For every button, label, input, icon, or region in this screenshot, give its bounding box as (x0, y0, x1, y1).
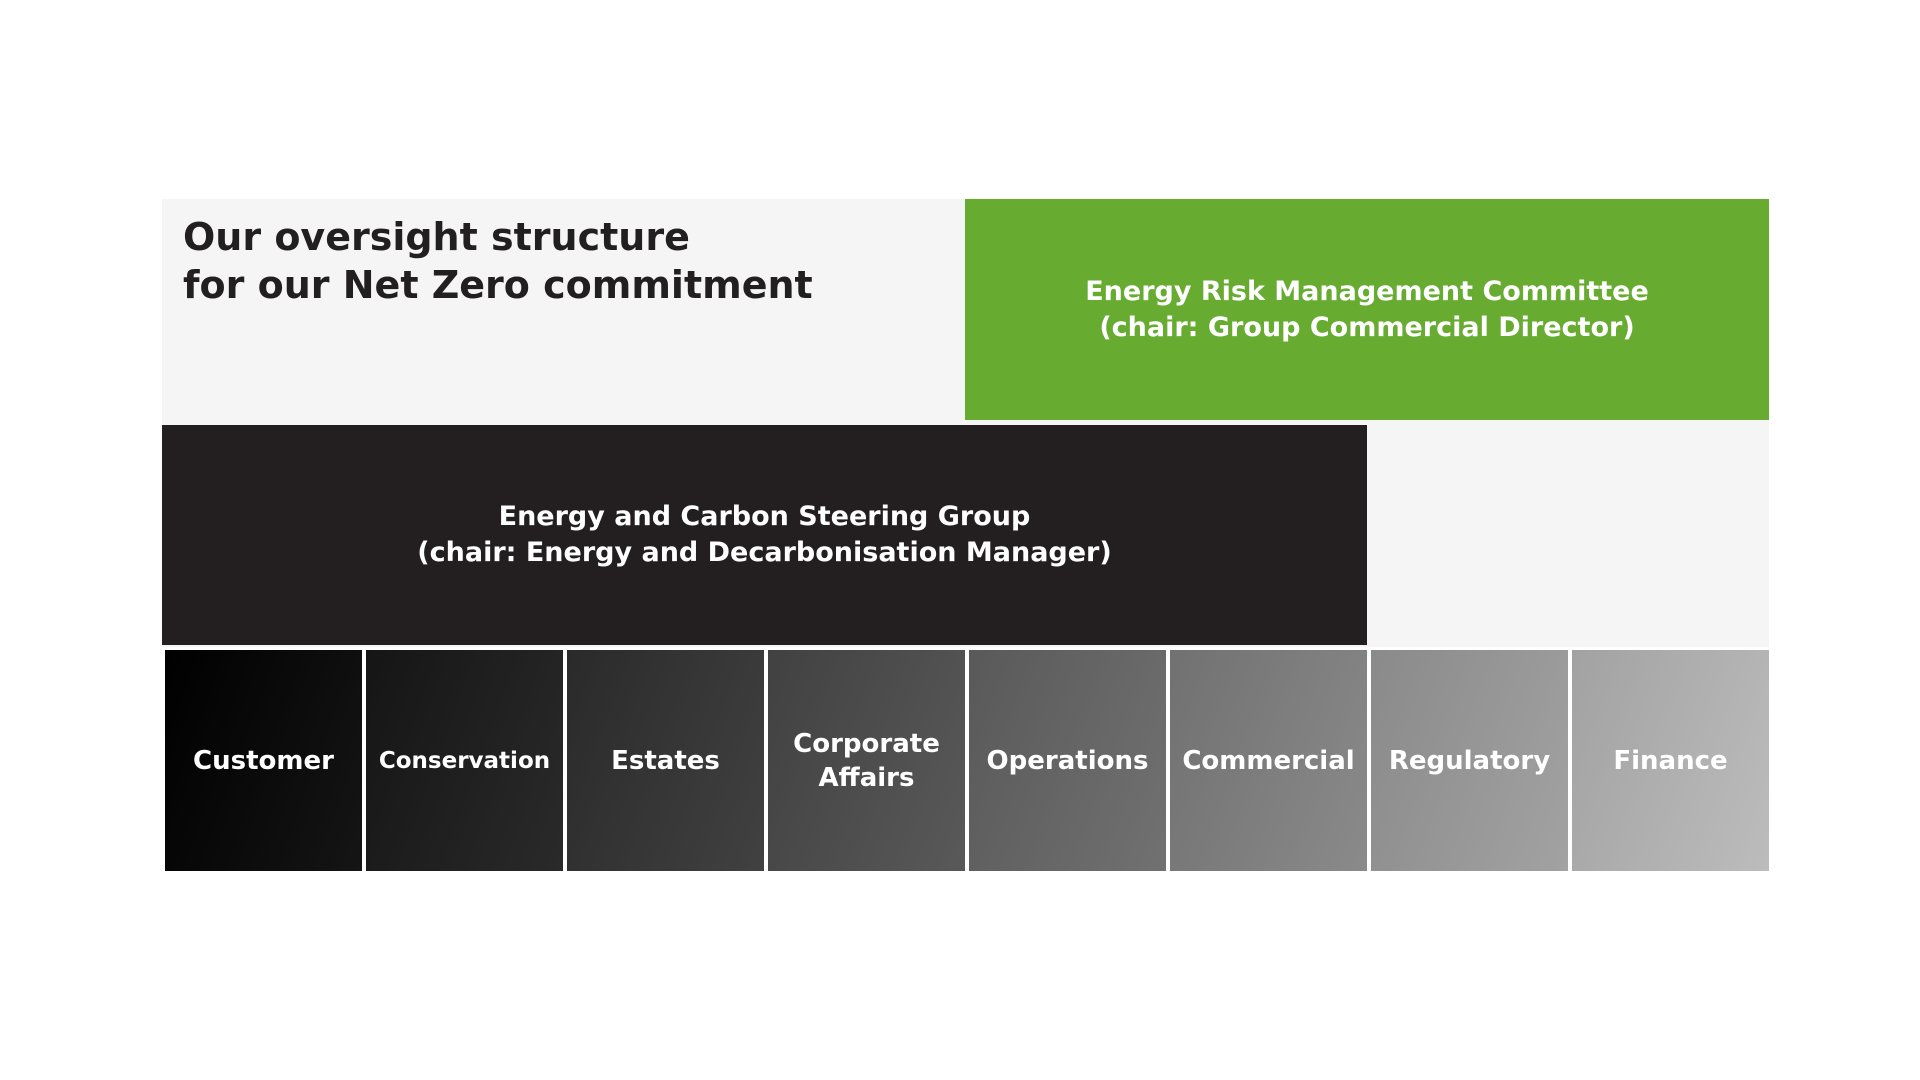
department-label-line-1: Customer (193, 745, 334, 776)
department-label-line-1: Regulatory (1388, 745, 1551, 776)
energy-risk-management-committee-box: Energy Risk Management Committee (chair:… (965, 199, 1769, 420)
committee-chair: (chair: Group Commercial Director) (1099, 311, 1635, 343)
department-commercial: Commercial (1170, 650, 1367, 871)
diagram-title: Our oversight structure for our Net Zero… (183, 213, 963, 309)
department-label-line-2: Affairs (818, 762, 915, 793)
department-conservation: Conservation (366, 650, 563, 871)
department-label-line-1: Estates (611, 745, 720, 776)
title-line-2: for our Net Zero commitment (183, 263, 813, 307)
department-label-line-1: Corporate (793, 728, 940, 759)
department-customer: Customer (165, 650, 362, 871)
department-regulatory: Regulatory (1371, 650, 1568, 871)
department-operations: Operations (969, 650, 1166, 871)
steering-group-name: Energy and Carbon Steering Group (498, 501, 1031, 532)
department-finance: Finance (1572, 650, 1769, 871)
department-estates: Estates (567, 650, 764, 871)
department-label-line-1: Finance (1613, 745, 1728, 776)
title-line-1: Our oversight structure (183, 215, 690, 259)
steering-group-chair: (chair: Energy and Decarbonisation Manag… (417, 537, 1112, 568)
department-label-line-1: Commercial (1182, 745, 1355, 776)
committee-name: Energy Risk Management Committee (1085, 275, 1649, 307)
department-label-line-1: Operations (986, 745, 1149, 776)
energy-carbon-steering-group-box: Energy and Carbon Steering Group (chair:… (162, 425, 1367, 645)
department-label-line-1: Conservation (378, 747, 551, 774)
